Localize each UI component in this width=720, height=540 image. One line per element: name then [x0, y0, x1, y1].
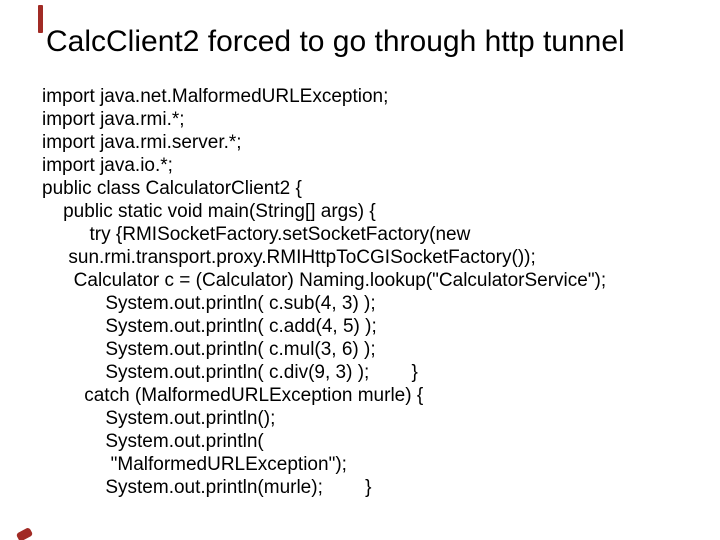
- bottom-left-corner-mark: [15, 527, 34, 540]
- top-left-corner-mark: [38, 5, 43, 33]
- code-block: import java.net.MalformedURLException; i…: [42, 86, 607, 498]
- page-title: CalcClient2 forced to go through http tu…: [46, 25, 625, 58]
